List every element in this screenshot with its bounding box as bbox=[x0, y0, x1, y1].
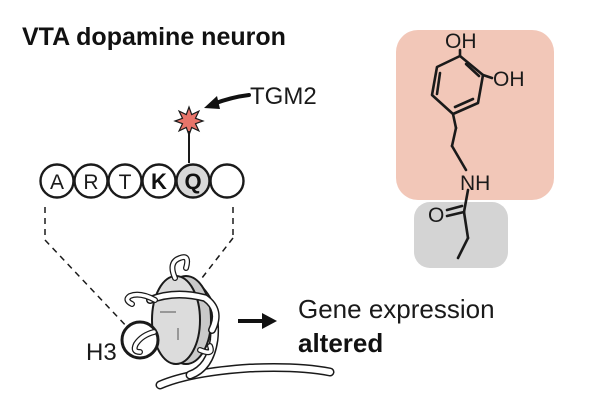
bond-chain-2 bbox=[450, 144, 468, 172]
benzene-double-bond-3 bbox=[453, 97, 475, 109]
dna-wrap-front-inner bbox=[147, 292, 219, 333]
benzene-double-bond-2 bbox=[435, 71, 442, 96]
dna-strand-inner bbox=[157, 364, 333, 388]
enzyme-arrowhead bbox=[204, 96, 220, 109]
histone-core bbox=[151, 275, 201, 365]
bond-ring-to-chain bbox=[451, 112, 458, 130]
outcome-line-1: Gene expression bbox=[298, 294, 495, 324]
acyl-moiety-box bbox=[414, 202, 508, 268]
histone-tail-left-inner bbox=[125, 292, 157, 306]
outcome-line-2: altered bbox=[298, 328, 383, 358]
enzyme-label: TGM2 bbox=[250, 83, 317, 110]
atom-label-oh-right: OH bbox=[493, 68, 525, 91]
bond-acyl-1 bbox=[462, 210, 470, 240]
h3-tail-inner bbox=[132, 330, 156, 354]
residue-label-r: R bbox=[83, 171, 98, 194]
residue-label-q: Q bbox=[184, 169, 201, 194]
nucleosome bbox=[120, 254, 335, 390]
benzene-double-bond-1 bbox=[464, 62, 481, 78]
atom-label-o: O bbox=[428, 204, 444, 227]
residue-label-t: T bbox=[119, 171, 132, 194]
histone-tail-top-inner bbox=[170, 255, 189, 280]
molecule-structure bbox=[430, 48, 494, 260]
projection-line-left-diagonal bbox=[44, 239, 131, 331]
modification-star-icon bbox=[173, 105, 205, 137]
histone-label: H3 bbox=[86, 339, 117, 366]
residue-bead-empty bbox=[209, 163, 245, 199]
bond-chain-1 bbox=[450, 126, 458, 148]
atom-label-nh: NH bbox=[460, 172, 490, 195]
outcome-arrowhead bbox=[262, 313, 277, 329]
bond-to-oh-right bbox=[481, 73, 494, 80]
residue-label-a: A bbox=[50, 171, 64, 194]
residue-label-k: K bbox=[151, 169, 167, 194]
bond-acyl-2 bbox=[456, 236, 470, 260]
bond-carbonyl-o-2 bbox=[445, 204, 464, 212]
histone-tail-right-inner bbox=[198, 344, 213, 354]
figure-title: VTA dopamine neuron bbox=[22, 23, 286, 51]
bond-nh-to-carbonyl bbox=[462, 188, 470, 214]
bond-carbonyl-o-1 bbox=[445, 210, 466, 218]
atom-label-oh-top: OH bbox=[445, 30, 477, 53]
